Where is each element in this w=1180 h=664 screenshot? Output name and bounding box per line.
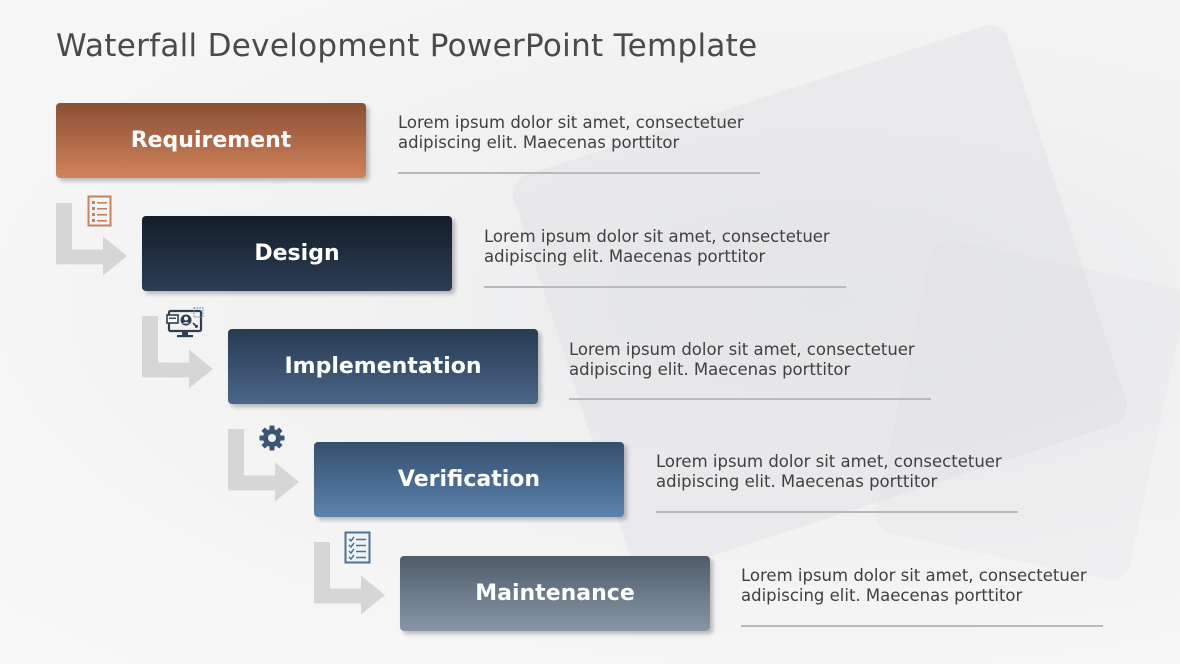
stage-label: Implementation [284, 354, 482, 379]
gear-icon [259, 425, 285, 451]
stage-implementation: Implementation [228, 329, 538, 404]
stage-description: Lorem ipsum dolor sit amet, consectetuer… [484, 227, 830, 266]
stage-verification: Verification [314, 442, 624, 517]
stage-label: Design [254, 241, 340, 266]
divider [741, 625, 1103, 627]
stage-label: Verification [397, 467, 541, 492]
stage-requirement: Requirement [56, 103, 366, 178]
stage-description: Lorem ipsum dolor sit amet, consectetuer… [569, 340, 915, 379]
divider [484, 286, 846, 288]
stage-design: Design [142, 216, 452, 291]
connector-arrow-icon [142, 316, 213, 389]
stage-maintenance: Maintenance [400, 556, 710, 631]
checklist-icon [87, 195, 112, 227]
monitor-user-icon [166, 307, 204, 338]
stage-description: Lorem ipsum dolor sit amet, consectetuer… [398, 113, 744, 152]
stage-label: Requirement [130, 128, 292, 153]
connector-arrow-icon [56, 203, 127, 276]
stage-description: Lorem ipsum dolor sit amet, consectetuer… [656, 452, 1002, 491]
divider [656, 511, 1018, 513]
stage-label: Maintenance [475, 581, 635, 606]
divider [398, 172, 760, 174]
stage-description: Lorem ipsum dolor sit amet, consectetuer… [741, 566, 1087, 605]
connector-arrow-icon [228, 429, 299, 502]
divider [569, 398, 931, 400]
slide-title: Waterfall Development PowerPoint Templat… [56, 28, 758, 64]
task-list-icon [344, 531, 371, 564]
connector-arrow-icon [314, 542, 385, 615]
